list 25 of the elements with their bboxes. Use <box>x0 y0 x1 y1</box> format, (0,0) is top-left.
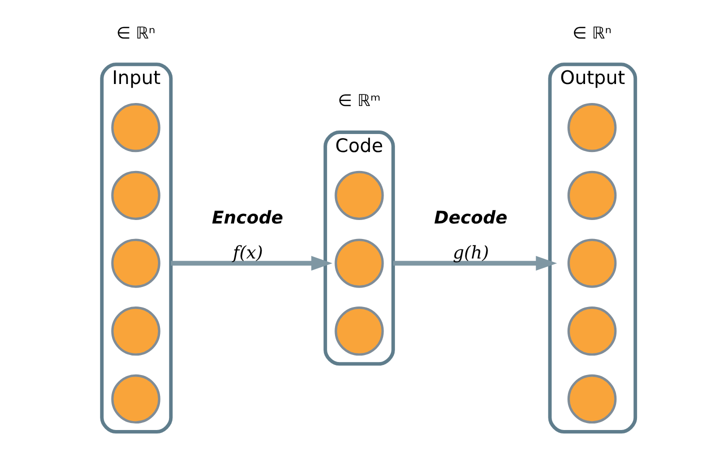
node-circle <box>566 170 616 220</box>
node-label: ∈ ℝⁿ <box>572 23 612 42</box>
cluster: Code <box>323 130 394 366</box>
edge-label: Encode <box>211 208 283 228</box>
node-circle <box>110 306 160 356</box>
arrow <box>392 256 556 271</box>
node-circle <box>334 238 384 288</box>
node-label: ∈ ℝᵐ <box>337 91 380 110</box>
node-circle <box>334 306 384 356</box>
cluster: Input <box>100 62 172 434</box>
arrow <box>170 256 332 271</box>
node-circle <box>110 103 160 152</box>
node-circle <box>566 306 616 356</box>
cluster: Output <box>548 62 637 434</box>
node-circle <box>566 103 616 152</box>
node-circle <box>110 238 160 288</box>
node-circle <box>566 238 616 288</box>
edge-label: Decode <box>434 208 507 228</box>
node-circle <box>334 170 384 220</box>
node-circle <box>110 170 160 220</box>
node-circle <box>110 374 160 424</box>
label: f(x) <box>232 244 262 264</box>
label: g(h) <box>452 244 489 264</box>
node-label: ∈ ℝⁿ <box>116 23 155 42</box>
node-circle <box>566 374 616 424</box>
